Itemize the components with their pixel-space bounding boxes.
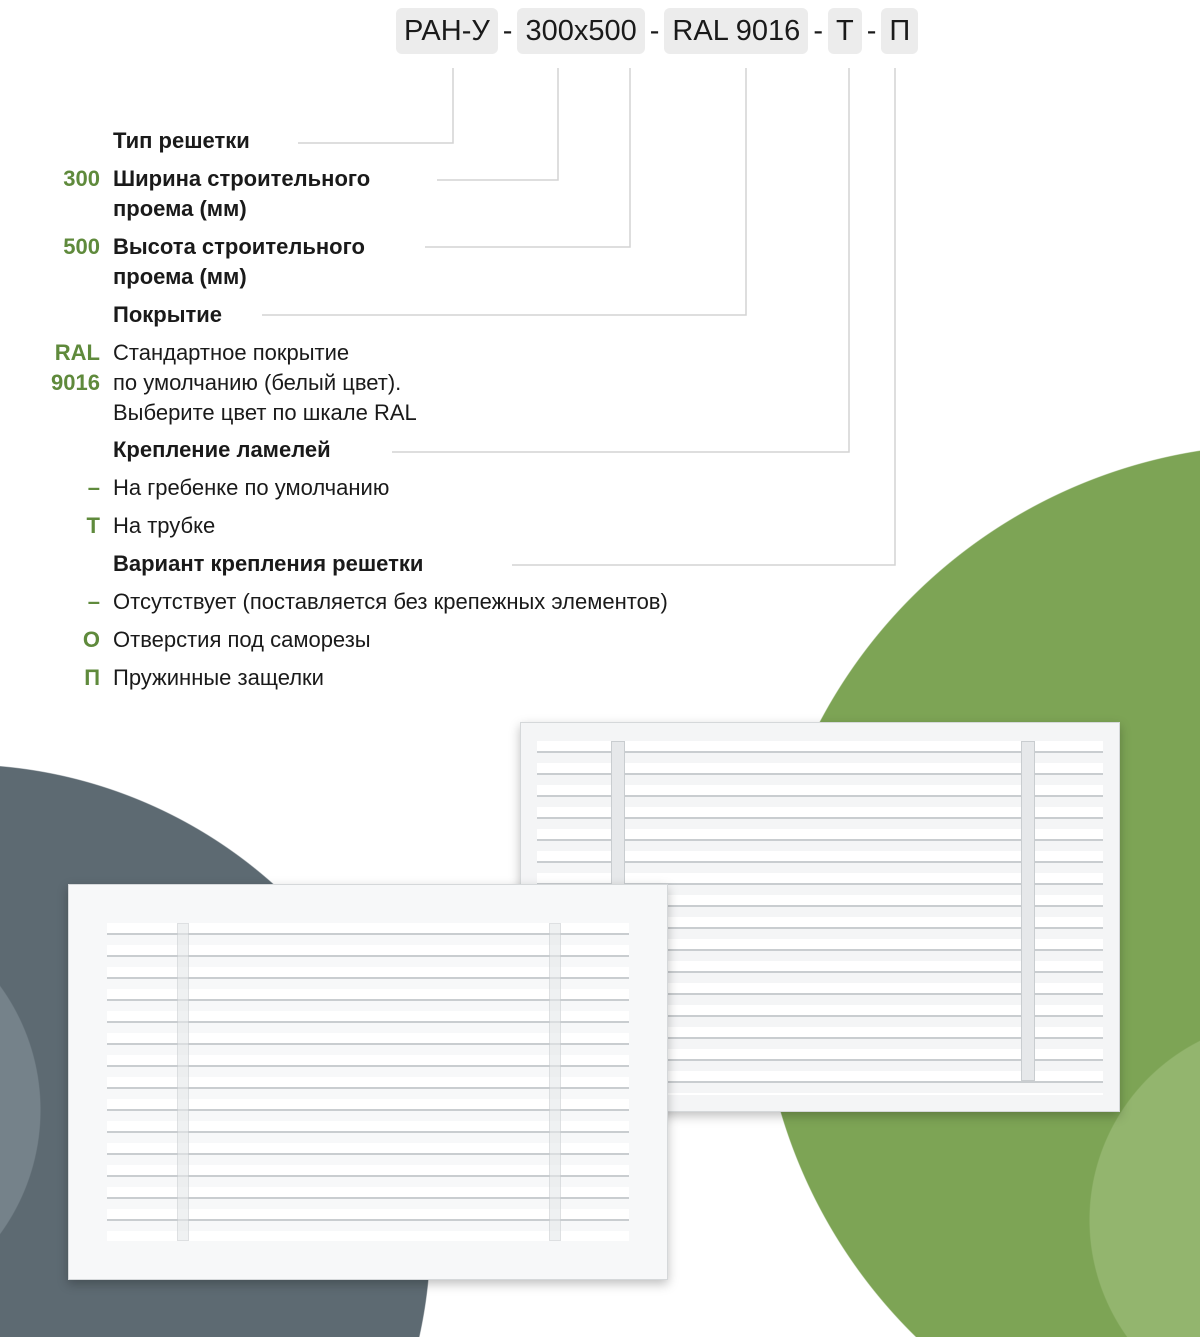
grille-support-bar [1021,741,1035,1081]
option-key: 500 [63,234,100,259]
option-text: Пружинные защелки [113,665,324,690]
option-text: Стандартное покрытие [113,340,350,365]
grille-support-bar [177,923,189,1241]
leader-line-width [437,68,559,181]
option-text: Ширина строительного [113,166,371,191]
code-coating: RAL 9016 [664,8,809,54]
option-text: Выберите цвет по шкале RAL [113,400,417,425]
leader-line-mount [512,68,896,566]
code-separator: - [649,14,660,47]
option-text: проема (мм) [113,264,247,289]
option-key: Т [86,513,100,538]
option-text: Покрытие [113,302,223,327]
code-separator: - [502,14,513,47]
code-grille-mount: П [881,8,919,54]
code-size: 300x500 [517,8,645,54]
option-key: 300 [63,166,100,191]
option-text: На трубке [113,513,216,538]
option-key: – [87,589,100,614]
code-lamella-mount: Т [828,8,862,54]
leader-line-height [425,68,631,248]
code-separator: - [813,14,823,47]
leader-line-type [298,68,454,144]
option-text: Крепление ламелей [113,437,331,462]
grille-support-bar [549,923,561,1241]
option-text: Отверстия под саморезы [113,627,371,652]
code-separator: - [866,14,877,47]
grille-lamellae [107,923,629,1241]
option-text: На гребенке по умолчанию [113,475,390,500]
option-text: Отсутствует (поставляется без крепежных … [113,589,668,614]
option-key: RAL [54,340,100,365]
option-text: Высота строительного [113,234,365,259]
option-key: – [87,475,100,500]
option-text: проема (мм) [113,196,247,221]
leader-lines [262,68,896,566]
leader-line-lamella [392,68,850,453]
option-key: 9016 [51,370,100,395]
product-code: РАН-У - 300x500 - RAL 9016 - Т - П [396,8,919,54]
leader-line-coating [262,68,747,316]
option-key: О [82,627,100,652]
grille-front-image [68,884,668,1280]
option-text: Вариант крепления решетки [113,551,424,576]
code-type: РАН-У [396,8,498,54]
option-text: по умолчанию (белый цвет). [113,370,402,395]
option-text: Тип решетки [113,128,250,153]
option-key: П [84,665,100,690]
